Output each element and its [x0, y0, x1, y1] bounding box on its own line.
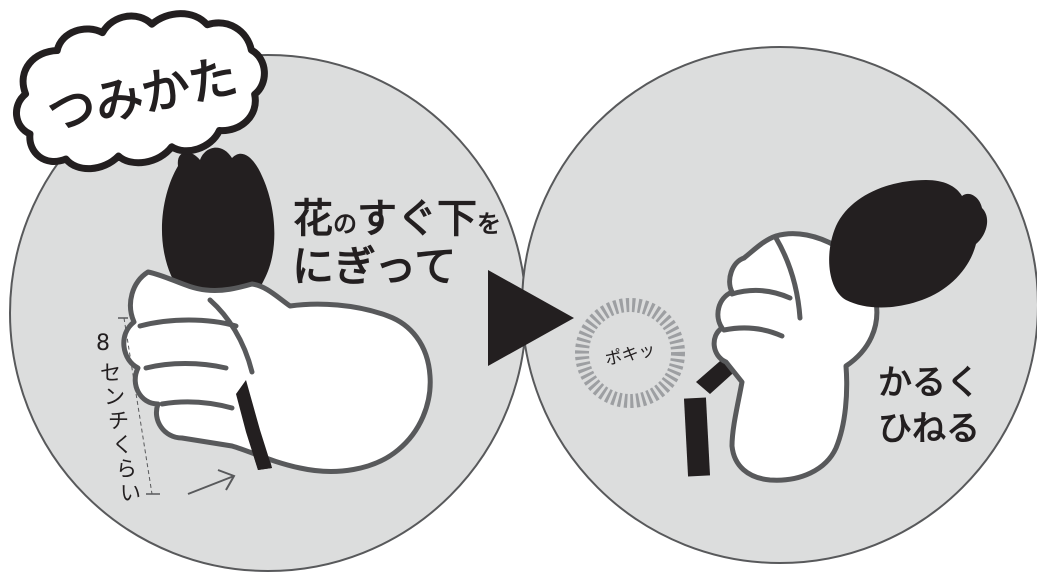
black-right-triangle-icon	[488, 270, 574, 366]
tulip-flower	[161, 147, 275, 311]
thumb-line	[773, 235, 803, 321]
measure-char: く	[112, 433, 133, 457]
sound-burst-ring	[575, 298, 685, 408]
title-badge: つみかた	[13, 10, 268, 173]
step2-instruction-line1: かるく	[878, 363, 980, 403]
measure-char: ら	[116, 457, 137, 481]
measure-digit: 8	[96, 331, 110, 356]
measurement-bracket	[118, 317, 160, 495]
instruction-particle: を	[477, 210, 501, 238]
step1-instruction-line1: 花のすぐ下を	[293, 196, 501, 242]
thin-right-arrow-icon	[187, 469, 236, 495]
snap-sound-effect: ポキッ	[575, 298, 685, 408]
measurement-label: 8 セ ン チ く ら い	[96, 331, 141, 505]
measure-char: い	[120, 481, 141, 505]
finger-line	[729, 288, 793, 301]
tulip-stem-front	[236, 380, 272, 470]
instruction-particle: の	[333, 210, 357, 238]
measure-char: ン	[104, 385, 125, 409]
step2-instruction-line2: ひねる	[878, 409, 980, 449]
step1-instruction-line2: にぎって	[292, 242, 456, 291]
finger-line	[137, 317, 239, 329]
step1-panel: 8 セ ン チ く ら い 花のすぐ下を にぎって	[9, 54, 527, 572]
measure-char: チ	[108, 409, 129, 433]
sound-burst-bg	[575, 298, 685, 408]
finger-line	[159, 399, 235, 411]
cut-stem-stub	[683, 397, 711, 477]
instruction-kanji-flower: 花	[293, 196, 333, 242]
finger-line	[143, 361, 229, 371]
instruction-text: すぐ下	[357, 196, 477, 242]
tulip-flower-tilted	[829, 180, 988, 308]
step2-panel: かるく ひねる	[521, 46, 1037, 564]
finger-line	[721, 325, 785, 339]
thumb-line	[207, 297, 255, 375]
measure-char: セ	[100, 361, 121, 385]
badge-shape	[13, 10, 268, 173]
